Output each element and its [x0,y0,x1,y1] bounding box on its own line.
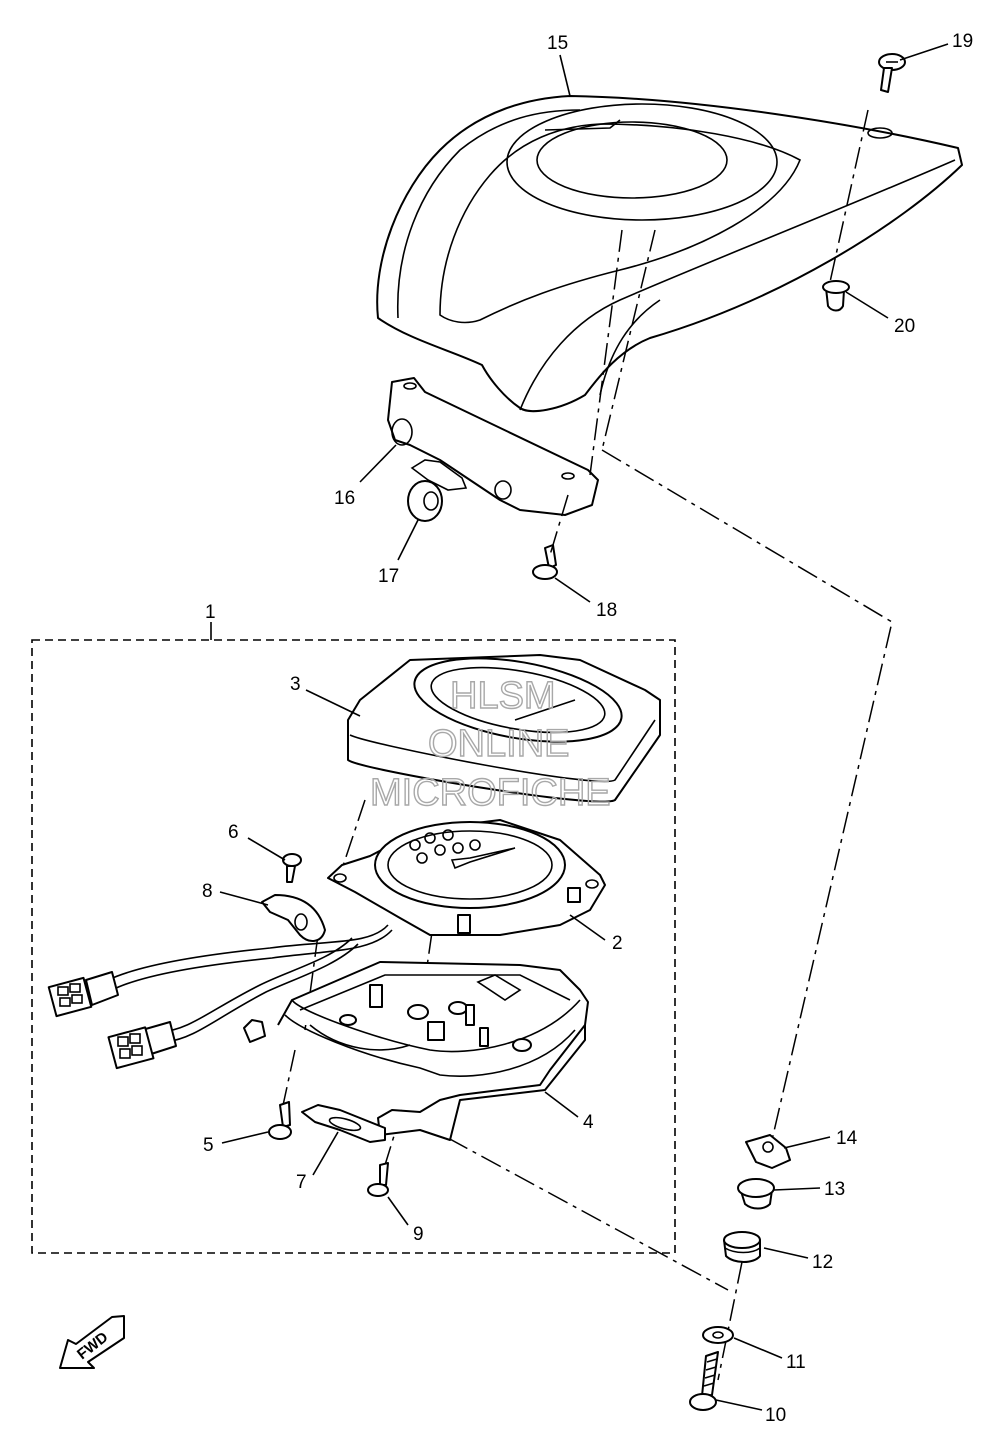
watermark: HLSM ONLINE MICROFICHE [369,674,611,814]
assembly-lines [281,109,893,1381]
part-14-clip-nut[interactable] [745,1134,791,1169]
callout-10: 10 [765,1405,786,1426]
callout-1: 1 [205,602,216,623]
part-20-collar[interactable] [822,280,850,312]
callout-17: 17 [378,566,399,587]
part-12-grommet[interactable] [723,1231,761,1263]
watermark-line-1: HLSM [450,675,556,717]
part-15-meter-cover[interactable] [376,95,963,413]
callout-20: 20 [894,316,915,337]
callout-6: 6 [228,822,239,843]
callout-4: 4 [583,1112,594,1133]
leader-lines [210,43,949,1411]
part-11-washer[interactable] [702,1326,734,1344]
part-19-bolt[interactable] [878,53,906,93]
callout-3: 3 [290,674,301,695]
fwd-direction-arrow: FWD [59,1315,125,1369]
callout-15: 15 [547,33,568,54]
assembly-1-frame [31,639,676,1254]
wiring-harness [107,924,393,1043]
part-6-screw[interactable] [282,853,302,883]
connector-lower[interactable] [107,1021,177,1070]
callout-12: 12 [812,1252,833,1273]
callout-11: 11 [786,1352,806,1373]
callout-5: 5 [203,1135,214,1156]
part-8-clamp[interactable] [261,894,326,942]
part-10-bolt[interactable] [689,1351,719,1411]
callout-18: 18 [596,600,617,621]
callout-13: 13 [824,1179,845,1200]
watermark-line-2: ONLINE [428,723,569,765]
part-3-meter-case-top[interactable] [347,644,661,803]
part-4-meter-case-bottom[interactable] [243,961,589,1141]
part-2-meter-panel[interactable] [327,819,606,936]
part-5-screw[interactable] [268,1101,292,1140]
callout-labels: 15 19 20 16 17 18 1 3 6 8 2 4 5 7 9 14 1… [202,31,973,1426]
callout-8: 8 [202,881,213,902]
callout-2: 2 [612,933,623,954]
callout-9: 9 [413,1224,424,1245]
part-13-collar[interactable] [737,1178,775,1210]
callout-16: 16 [334,488,355,509]
part-16-bracket[interactable] [387,377,599,516]
part-18-screw[interactable] [532,544,558,580]
watermark-line-3: MICROFICHE [370,772,611,814]
part-9-screw[interactable] [367,1162,389,1197]
connector-upper[interactable] [47,971,119,1018]
part-17-grommet[interactable] [407,480,443,522]
callout-7: 7 [296,1172,307,1193]
callout-14: 14 [836,1128,858,1149]
callout-19: 19 [952,31,973,52]
part-7-gasket[interactable] [301,1104,386,1143]
